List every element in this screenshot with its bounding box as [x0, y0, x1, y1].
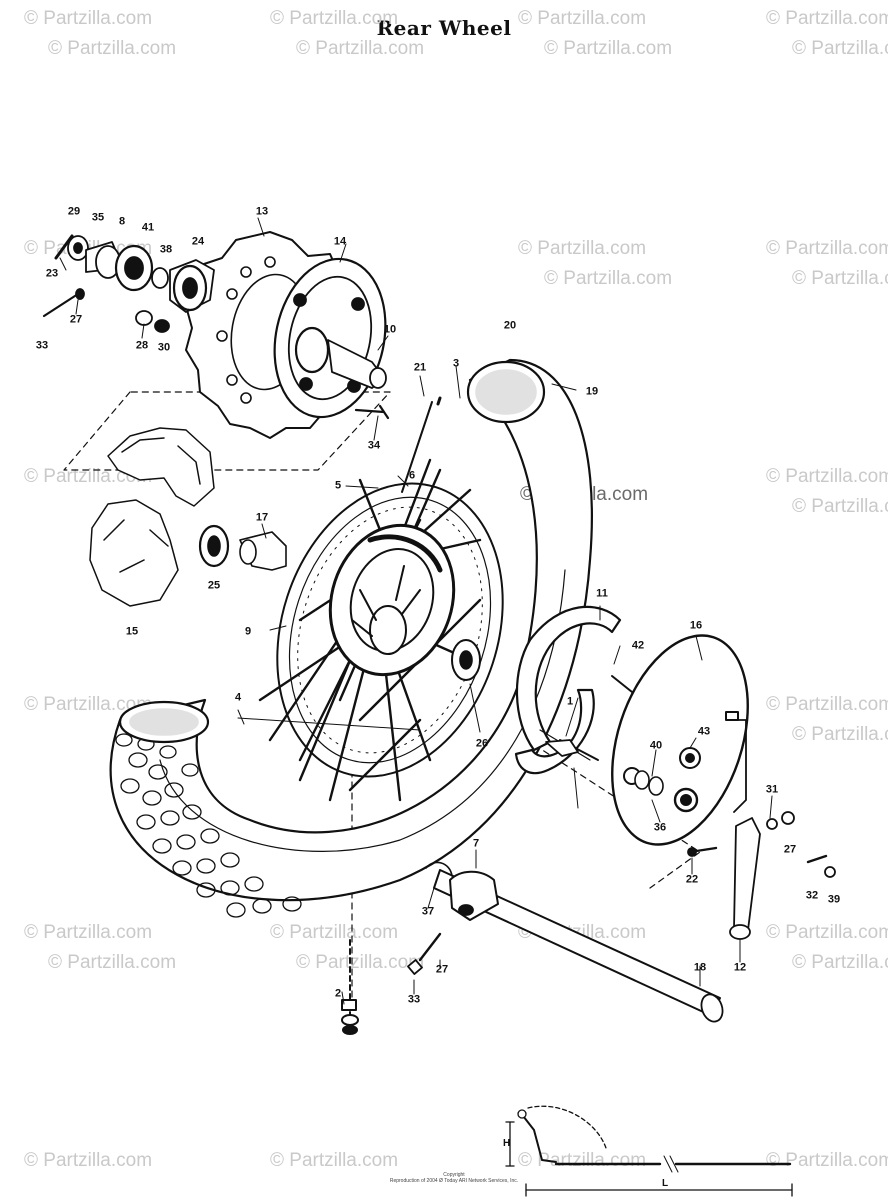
dimension-label-h: H: [503, 1138, 511, 1149]
callout: 33: [407, 993, 421, 1006]
damper-rubber: [89, 427, 215, 607]
watermark: © Partzilla.com: [270, 922, 399, 943]
callout: 27: [435, 963, 449, 976]
callout: 35: [91, 211, 105, 224]
callout: 5: [334, 479, 342, 492]
callout: 38: [159, 243, 173, 256]
callout: 21: [413, 361, 427, 374]
callout: 39: [827, 893, 841, 906]
callout: 7: [472, 837, 480, 850]
watermark: © Partzilla.com: [296, 952, 425, 973]
callout: 14: [333, 235, 347, 248]
callout: 31: [765, 783, 779, 796]
sprocket-carrier: [273, 257, 387, 419]
callout: 17: [255, 511, 269, 524]
callout: 1: [566, 695, 574, 708]
watermark: © Partzilla.com: [24, 1150, 153, 1171]
callout: 2: [334, 987, 342, 1000]
tire-section-bottom: [118, 700, 210, 744]
bearing-and-collar: [198, 524, 287, 571]
callout: 23: [45, 267, 59, 280]
callout: 29: [67, 205, 81, 218]
callout: 27: [783, 843, 797, 856]
watermark: © Partzilla.com: [518, 8, 647, 29]
copyright-line: Reproduction of 2004 Ø Today ARI Network…: [389, 1178, 519, 1184]
callout: 15: [125, 625, 139, 638]
callout: 3: [452, 357, 460, 370]
watermark: © Partzilla.com: [766, 1150, 888, 1171]
callout: 13: [255, 205, 269, 218]
callout: 24: [191, 235, 205, 248]
tire-section-top: [466, 360, 546, 424]
brake-panel: [611, 634, 749, 846]
watermark: © Partzilla.com: [792, 38, 888, 59]
watermark: © Partzilla.com: [544, 38, 673, 59]
callout: 25: [207, 579, 221, 592]
callout: 36: [653, 821, 667, 834]
diagram-title: Rear Wheel: [376, 16, 512, 40]
inset-dimension-drawing: [505, 1105, 793, 1197]
watermark: © Partzilla.com: [766, 922, 888, 943]
watermark: © Partzilla.com: [48, 952, 177, 973]
callout: 12: [733, 961, 747, 974]
callout: 41: [141, 221, 155, 234]
watermark: © Partzilla.com: [792, 268, 888, 289]
watermark: © Partzilla.com: [270, 8, 399, 29]
callout: 28: [135, 339, 149, 352]
watermark: © Partzilla.com: [792, 724, 888, 745]
watermark: © Partzilla.com: [766, 694, 888, 715]
watermark: © Partzilla.com: [270, 1150, 399, 1171]
watermark: © Partzilla.com: [518, 1150, 647, 1171]
callout: 6: [408, 469, 416, 482]
callout: 10: [383, 323, 397, 336]
brake-arm: [687, 811, 836, 940]
axle-and-adjuster: [407, 861, 724, 1023]
watermark: © Partzilla.com: [792, 952, 888, 973]
watermark: © Partzilla.com: [518, 238, 647, 259]
tire-tread: [115, 733, 302, 918]
callout: 9: [244, 625, 252, 638]
callout: 30: [157, 341, 171, 354]
callout: 4: [234, 691, 242, 704]
copyright-notice: Copyright Reproduction of 2004 Ø Today A…: [384, 1172, 524, 1184]
callout: 42: [631, 639, 645, 652]
callout: 20: [503, 319, 517, 332]
watermark: © Partzilla.com: [544, 268, 673, 289]
watermark: © Partzilla.com: [766, 466, 888, 487]
dimension-label-l: L: [662, 1178, 669, 1189]
hub: [328, 523, 456, 677]
small-parts-top-left: [42, 234, 215, 333]
watermark: © Partzilla.com: [24, 8, 153, 29]
watermark: © Partzilla.com: [766, 238, 888, 259]
watermark: © Partzilla.com: [792, 496, 888, 517]
watermark: © Partzilla.com: [24, 922, 153, 943]
callout: 43: [697, 725, 711, 738]
callout: 26: [475, 737, 489, 750]
callout: 27: [69, 313, 83, 326]
watermark: © Partzilla.com: [48, 38, 177, 59]
callout: 22: [685, 873, 699, 886]
leader-lines: [59, 217, 773, 1005]
callout: 37: [421, 905, 435, 918]
callout: 8: [118, 215, 126, 228]
callout: 11: [596, 587, 608, 600]
tire: [109, 358, 593, 902]
dashed-assembly-frame: [63, 391, 701, 1001]
watermark: © Partzilla.com: [24, 694, 153, 715]
callout: 32: [805, 889, 819, 902]
valve-stem: [341, 939, 359, 1035]
copyright-line: Copyright: [443, 1172, 465, 1178]
callout: 33: [35, 339, 49, 352]
callout: 19: [585, 385, 599, 398]
callout: 16: [689, 619, 703, 632]
callout: 34: [367, 439, 381, 452]
watermark: © Partzilla.com: [296, 38, 425, 59]
callout: 40: [649, 739, 663, 752]
watermark: © Partzilla.com: [766, 8, 888, 29]
callout: 18: [693, 961, 707, 974]
